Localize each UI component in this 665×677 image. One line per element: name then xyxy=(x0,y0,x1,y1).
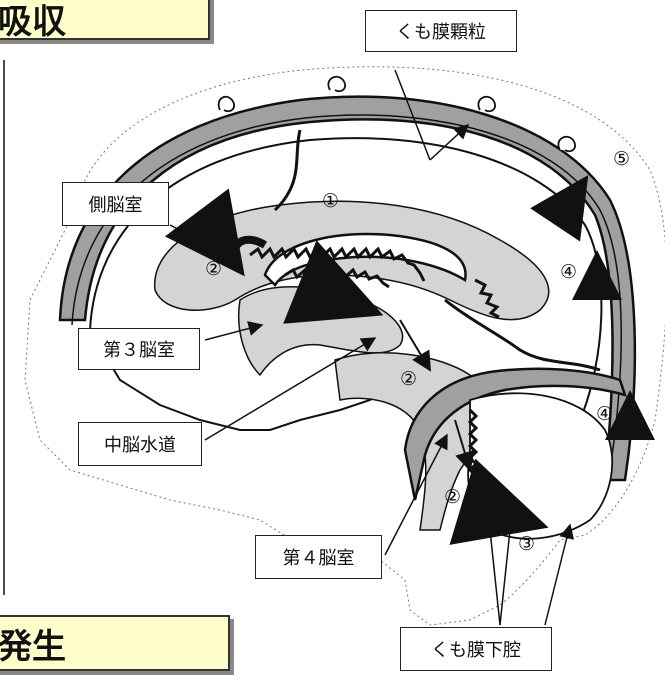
granulation-1 xyxy=(219,97,234,112)
marker-2-lateral: ② xyxy=(205,260,222,279)
label-arachnoid-granulation: くも膜顆粒 xyxy=(365,10,517,52)
label-subarachnoid-space: くも膜下腔 xyxy=(400,627,552,671)
leader-sub-2 xyxy=(500,530,510,625)
granulation-3 xyxy=(478,97,495,112)
marker-4-posterior: ④ xyxy=(596,405,613,424)
marker-5: ⑤ xyxy=(613,150,630,169)
leader-sub-1 xyxy=(490,530,500,625)
label-third-ventricle: 第３脳室 xyxy=(78,328,200,370)
cerebellum xyxy=(468,393,612,538)
marker-2-foramen: ② xyxy=(300,293,317,312)
marker-1: ① xyxy=(322,192,339,211)
marker-2-fourth: ② xyxy=(444,488,461,507)
label-aqueduct: 中脳水道 xyxy=(78,422,202,466)
granulation-4 xyxy=(558,137,575,152)
marker-4-parietal: ④ xyxy=(560,263,577,282)
granulation-2 xyxy=(328,77,345,92)
marker-2-aqueduct: ② xyxy=(400,370,417,389)
label-lateral-ventricle: 側脳室 xyxy=(62,182,169,226)
marker-3: ③ xyxy=(518,535,535,554)
leader-sub-3 xyxy=(545,525,570,625)
label-fourth-ventricle: 第４脳室 xyxy=(255,535,382,579)
